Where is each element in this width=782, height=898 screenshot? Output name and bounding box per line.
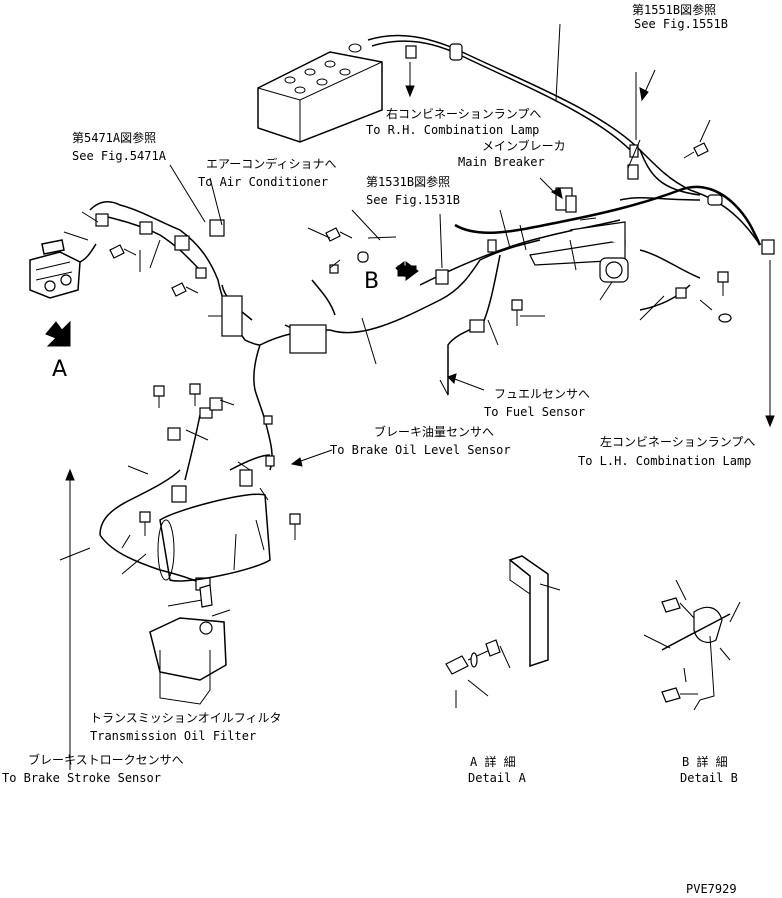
brake-oil-en: To Brake Oil Level Sensor: [330, 443, 511, 457]
detail-b-jp: B 詳 細: [682, 754, 728, 769]
ref-5471a-jp: 第5471A図参照: [72, 130, 156, 145]
ref-1551b-en: See Fig.1551B: [634, 17, 728, 31]
marker-a: A: [52, 357, 67, 382]
aircon-en: To Air Conditioner: [198, 175, 328, 189]
lh-lamp-en: To L.H. Combination Lamp: [578, 454, 751, 468]
brake-stroke-en: To Brake Stroke Sensor: [2, 771, 161, 785]
ref-5471a-en: See Fig.5471A: [72, 149, 167, 163]
brake-stroke-jp: ブレーキストロークセンサへ: [28, 752, 184, 767]
marker-b: B: [364, 269, 379, 294]
battery: [257, 43, 383, 143]
ref-1531b-jp: 第1531B図参照: [366, 174, 450, 189]
fuel-sensor-jp: フュエルセンサへ: [494, 387, 590, 401]
text-labels: 第1551B図参照 See Fig.1551B 右コンビネーションランプへ To…: [2, 2, 755, 896]
brake-oil-jp: ブレーキ油量センサへ: [374, 424, 494, 439]
drawing-code: PVE7929: [686, 882, 737, 896]
rh-lamp-jp: 右コンビネーションランプへ: [386, 106, 541, 121]
main-breaker-jp: メインブレーカ: [482, 138, 566, 153]
detail-b-drawing: [661, 597, 731, 703]
leader-lines: [63, 23, 741, 770]
detail-a-en: Detail A: [468, 771, 527, 785]
fuel-sensor-en: To Fuel Sensor: [484, 405, 585, 419]
bracket-assembly-a: [29, 239, 97, 299]
detail-a-jp: A 詳 細: [470, 754, 516, 769]
detail-a-drawing: [445, 555, 549, 675]
clips: [95, 43, 775, 591]
arrows: [45, 62, 775, 561]
lh-lamp-jp: 左コンビネーションランプへ: [600, 434, 755, 449]
bolts: [109, 142, 729, 540]
trans-filter-en: Transmission Oil Filter: [90, 729, 256, 743]
ref-1551b-jp: 第1551B図参照: [632, 2, 716, 17]
aircon-jp: エアーコンディショナへ: [206, 156, 336, 171]
ref-1531b-en: See Fig.1531B: [366, 193, 460, 207]
detail-b-en: Detail B: [680, 771, 738, 785]
transmission-oil-filter: [149, 493, 271, 705]
rh-lamp-en: To R.H. Combination Lamp: [366, 123, 539, 137]
main-breaker-en: Main Breaker: [458, 155, 545, 169]
trans-filter-jp: トランスミッションオイルフィルタ: [90, 711, 282, 725]
